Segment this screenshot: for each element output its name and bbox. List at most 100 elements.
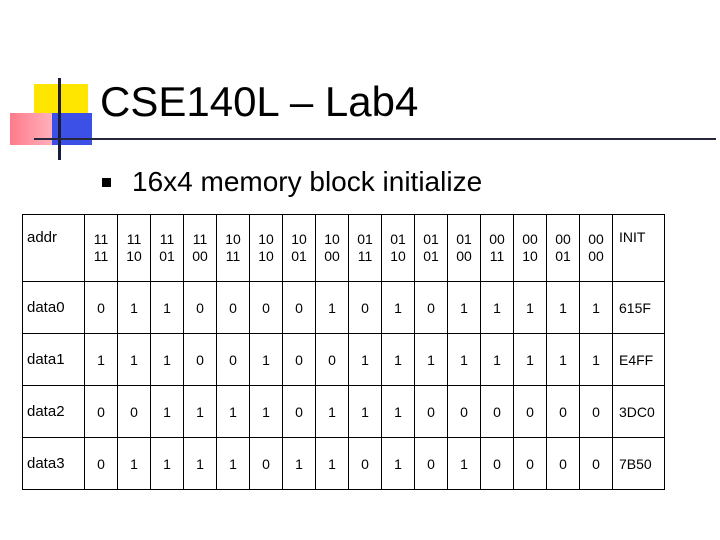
bit-cell: 0: [414, 281, 448, 334]
addr-bits: 01: [390, 231, 406, 247]
bit-cell: 1: [117, 437, 151, 490]
bit-cell: 0: [282, 281, 316, 334]
addr-bits: 00: [192, 248, 208, 264]
bit-cell: 1: [447, 333, 481, 386]
addr-bits: 00: [456, 248, 472, 264]
bit-cell: 0: [249, 437, 283, 490]
addr-bits: 00: [522, 231, 538, 247]
bit-cell: 1: [183, 437, 217, 490]
bit-cell: 0: [282, 385, 316, 438]
bit-cell: 1: [84, 333, 118, 386]
bit-cell: 1: [183, 385, 217, 438]
bit-cell: 1: [150, 385, 184, 438]
addr-bits: 01: [357, 231, 373, 247]
addr-bits: 10: [126, 248, 142, 264]
bit-cell: 1: [249, 333, 283, 386]
bit-cell: 1: [150, 281, 184, 334]
bit-cell: 0: [183, 281, 217, 334]
addr-bits: 11: [159, 231, 175, 247]
bit-cell: 0: [546, 385, 580, 438]
bit-cell: 1: [414, 333, 448, 386]
bit-cell: 1: [579, 281, 613, 334]
bit-cell: 1: [282, 437, 316, 490]
bit-cell: 0: [579, 437, 613, 490]
bit-cell: 0: [414, 385, 448, 438]
decor-red-square: [10, 113, 52, 145]
bit-cell: 0: [84, 437, 118, 490]
bit-cell: 1: [150, 437, 184, 490]
addr-bits: 11: [357, 248, 373, 264]
bit-cell: 1: [480, 333, 514, 386]
row-label: data3: [22, 437, 85, 490]
addr-bits: 01: [423, 231, 439, 247]
addr-bits: 10: [291, 231, 307, 247]
bit-cell: 1: [348, 385, 382, 438]
bit-cell: 0: [348, 281, 382, 334]
addr-header-cell: addr: [22, 214, 85, 282]
addr-bits: 11: [192, 231, 208, 247]
bit-cell: 1: [513, 333, 547, 386]
addr-bits: 11: [93, 231, 109, 247]
bit-cell: 0: [249, 281, 283, 334]
addr-bits: 11: [126, 231, 142, 247]
addr-bits: 01: [159, 248, 175, 264]
addr-bits: 00: [588, 231, 604, 247]
bit-cell: 1: [480, 281, 514, 334]
row-label: data2: [22, 385, 85, 438]
bit-cell: 1: [381, 437, 415, 490]
bit-cell: 1: [315, 385, 349, 438]
bit-cell: 1: [447, 281, 481, 334]
init-value-cell: 615F: [612, 281, 665, 334]
bit-cell: 0: [480, 385, 514, 438]
addr-bits: 10: [522, 248, 538, 264]
row-label: data0: [22, 281, 85, 334]
decor-vertical-line: [58, 78, 61, 160]
bit-cell: 0: [414, 437, 448, 490]
bit-cell: 0: [513, 437, 547, 490]
bit-cell: 0: [513, 385, 547, 438]
bit-cell: 0: [315, 333, 349, 386]
addr-bits: 11: [93, 248, 109, 264]
bit-cell: 0: [216, 333, 250, 386]
bit-cell: 1: [546, 281, 580, 334]
bit-cell: 1: [579, 333, 613, 386]
init-header-cell: INIT: [612, 214, 665, 282]
init-value-cell: E4FF: [612, 333, 665, 386]
bit-cell: 1: [315, 281, 349, 334]
bit-cell: 1: [315, 437, 349, 490]
bit-cell: 0: [183, 333, 217, 386]
bit-cell: 1: [513, 281, 547, 334]
bit-cell: 0: [84, 385, 118, 438]
bit-cell: 0: [117, 385, 151, 438]
addr-bits: 10: [258, 248, 274, 264]
addr-bits: 00: [324, 248, 340, 264]
bit-cell: 1: [150, 333, 184, 386]
addr-bits: 10: [225, 231, 241, 247]
addr-bits: 01: [291, 248, 307, 264]
addr-bits: 11: [225, 248, 241, 264]
bit-cell: 0: [348, 437, 382, 490]
addr-bits: 01: [423, 248, 439, 264]
bit-cell: 0: [480, 437, 514, 490]
bit-cell: 1: [546, 333, 580, 386]
addr-bits: 11: [489, 248, 505, 264]
bit-cell: 0: [546, 437, 580, 490]
bit-cell: 0: [447, 385, 481, 438]
addr-bits: 10: [324, 231, 340, 247]
bit-cell: 1: [381, 333, 415, 386]
